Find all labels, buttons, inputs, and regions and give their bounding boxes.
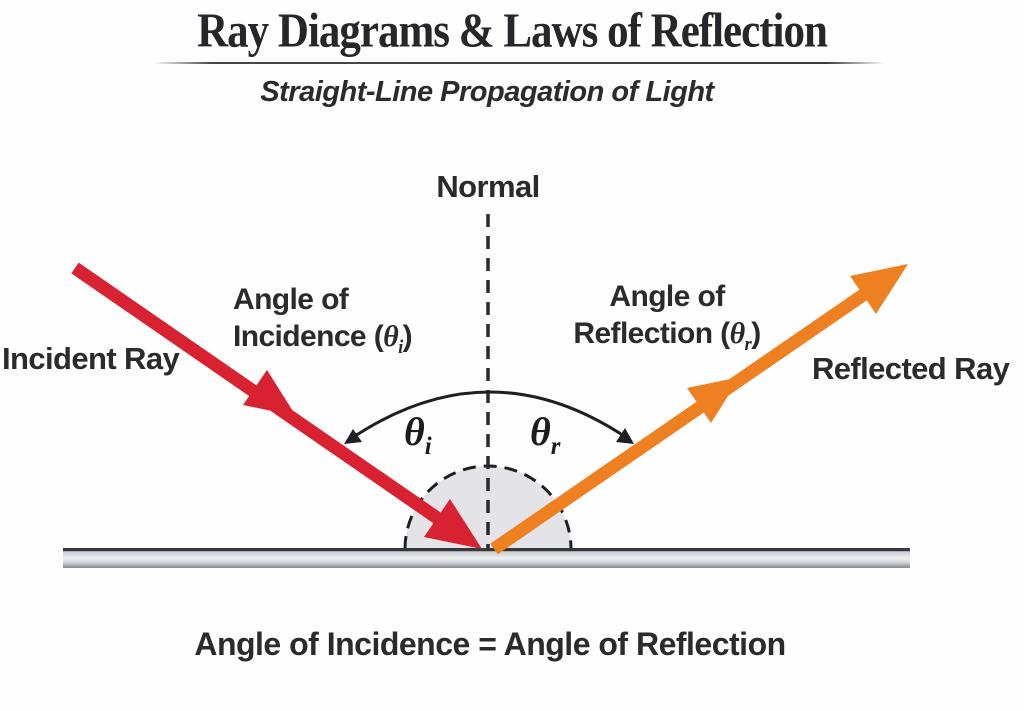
angle-arc-curve xyxy=(351,390,628,440)
mirror-surface xyxy=(63,548,910,568)
arc-arrowhead-right-icon xyxy=(616,428,634,444)
page-title: Ray Diagrams & Laws of Reflection xyxy=(197,5,828,58)
incident-ray-mid-arrowhead-icon xyxy=(243,370,296,416)
arc-arrowhead-left-icon xyxy=(344,429,362,444)
angle-of-reflection-label: Angle of Reflection (θr) xyxy=(545,278,789,355)
theta-r-angle-label: θr xyxy=(530,409,560,459)
theta-subscript: r xyxy=(744,334,752,355)
incident-ray-tip-arrowhead-icon xyxy=(424,499,482,549)
angle-of-incidence-line1: Angle of xyxy=(233,283,349,316)
angle-of-incidence-label: Angle of Incidence (θi) xyxy=(233,281,413,358)
reflected-ray-mid-arrowhead-icon xyxy=(687,377,740,423)
angle-of-reflection-line2-suffix: ) xyxy=(751,317,761,350)
angle-of-reflection-line1: Angle of xyxy=(609,280,725,313)
incident-ray xyxy=(71,262,482,549)
angle-of-incidence-line2-suffix: ) xyxy=(402,320,413,353)
angle-of-incidence-line2-prefix: Incidence ( xyxy=(233,320,384,353)
theta-symbol: θ xyxy=(383,320,399,353)
theta-i-angle-label: θi xyxy=(404,409,432,459)
theta-symbol: θ xyxy=(530,409,551,454)
normal-label: Normal xyxy=(436,169,540,204)
angle-arc xyxy=(344,390,634,444)
reflected-ray-line xyxy=(490,287,870,555)
incident-ray-label: Incident Ray xyxy=(2,341,180,376)
reflected-ray-label: Reflected Ray xyxy=(812,351,1010,386)
theta-symbol: θ xyxy=(404,409,425,454)
theta-symbol: θ xyxy=(729,317,746,350)
theta-subscript: r xyxy=(550,433,561,460)
page-subtitle: Straight-Line Propagation of Light xyxy=(260,76,714,108)
reflected-ray xyxy=(490,264,908,555)
theta-subscript: i xyxy=(398,337,403,358)
law-of-reflection-equation: Angle of Incidence = Angle of Reflection xyxy=(194,626,786,662)
theta-subscript: i xyxy=(424,433,432,460)
angle-of-reflection-line2-prefix: Reflection ( xyxy=(573,317,730,350)
title-divider xyxy=(153,62,885,64)
reflected-ray-tip-arrowhead-icon xyxy=(850,264,908,314)
